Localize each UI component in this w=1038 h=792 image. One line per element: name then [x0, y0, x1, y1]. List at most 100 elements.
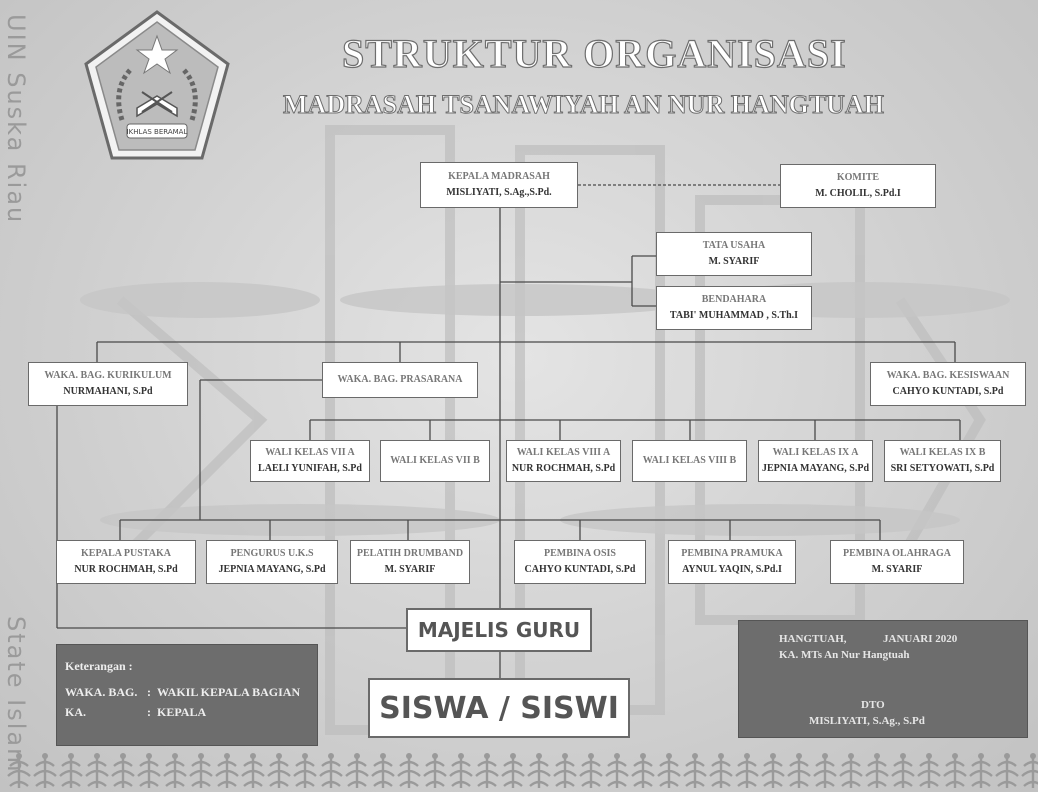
node-name: AYNUL YAQIN, S.Pd.I: [682, 564, 782, 575]
ornament-motif: [188, 751, 214, 790]
signature-name: MISLIYATI, S.Ag., S.Pd: [809, 715, 925, 727]
signature-mark: DTO: [861, 699, 885, 711]
node-title: WAKA. BAG. PRASARANA: [337, 374, 463, 385]
ornament-motif: [994, 751, 1020, 790]
node-title: KEPALA MADRASAH: [448, 171, 550, 182]
node-name: JEPNIA MAYANG, S.Pd: [761, 463, 870, 474]
node-title: WALI KELAS VII B: [390, 455, 480, 466]
ornament-motif: [500, 751, 526, 790]
ornament-motif: [786, 751, 812, 790]
legend-abbr: WAKA. BAG.: [65, 685, 138, 699]
node-name: TABI' MUHAMMAD , S.Th.I: [669, 310, 799, 321]
ornament-motif: [292, 751, 318, 790]
node-wali-7b: WALI KELAS VII B: [380, 440, 490, 482]
ornament-motif: [812, 751, 838, 790]
ornamental-border: [6, 751, 1038, 790]
legend-meaning: KEPALA: [157, 705, 207, 719]
node-title: WALI KELAS VIII A: [516, 447, 611, 458]
node-pembina-pramuka: PEMBINA PRAMUKA AYNUL YAQIN, S.Pd.I: [668, 540, 796, 584]
ornament-motif: [344, 751, 370, 790]
node-title: WAKA. BAG. KESISWAAN: [886, 370, 1010, 381]
node-name: JEPNIA MAYANG, S.Pd: [218, 564, 326, 575]
ornament-motif: [1020, 751, 1038, 790]
node-waka-prasarana: WAKA. BAG. PRASARANA: [322, 362, 478, 398]
node-name: M. SYARIF: [708, 256, 760, 267]
ornament-motif: [942, 751, 968, 790]
node-name: M. SYARIF: [384, 564, 436, 575]
node-tata-usaha: TATA USAHA M. SYARIF: [656, 232, 812, 276]
node-pengurus-uks: PENGURUS U.K.S JEPNIA MAYANG, S.Pd: [206, 540, 338, 584]
node-title: WALI KELAS VIII B: [642, 455, 737, 466]
node-wali-9b: WALI KELAS IX B SRI SETYOWATI, S.Pd: [884, 440, 1001, 482]
ornament-motif: [448, 751, 474, 790]
node-wali-8b: WALI KELAS VIII B: [632, 440, 747, 482]
ornament-motif: [604, 751, 630, 790]
node-name: CAHYO KUNTADI, S.Pd: [892, 386, 1004, 397]
legend-meaning: WAKIL KEPALA BAGIAN: [157, 685, 301, 699]
watermark-top: UIN Suska Riau: [2, 14, 30, 225]
watermark-bottom: State Islam: [2, 616, 30, 774]
node-name: NUR ROCHMAH, S.Pd: [74, 564, 178, 575]
ornament-motif: [422, 751, 448, 790]
node-name: M. CHOLIL, S.Pd.I: [815, 188, 901, 199]
page-subtitle: MADRASAH TSANAWIYAH AN NUR HANGTUAH: [283, 90, 885, 120]
node-title: PEMBINA OLAHRAGA: [842, 548, 952, 559]
node-bendahara: BENDAHARA TABI' MUHAMMAD , S.Th.I: [656, 286, 812, 330]
ornament-motif: [708, 751, 734, 790]
node-siswa: SISWA / SISWI: [368, 678, 630, 738]
ornament-motif: [734, 751, 760, 790]
ornament-motif: [136, 751, 162, 790]
node-title: BENDAHARA: [701, 294, 767, 305]
ornament-motif: [656, 751, 682, 790]
page-title: STRUKTUR ORGANISASI: [341, 30, 847, 76]
node-waka-kesiswaan: WAKA. BAG. KESISWAAN CAHYO KUNTADI, S.Pd: [870, 362, 1026, 406]
ornament-motif: [110, 751, 136, 790]
node-komite: KOMITE M. CHOLIL, S.Pd.I: [780, 164, 936, 208]
node-pembina-olahraga: PEMBINA OLAHRAGA M. SYARIF: [830, 540, 964, 584]
legend-abbr: KA.: [65, 705, 86, 719]
ornament-motif: [318, 751, 344, 790]
node-name: LAELI YUNIFAH, S.Pd: [258, 463, 362, 474]
ornament-motif: [58, 751, 84, 790]
ornament-motif: [32, 751, 58, 790]
ornament-motif: [370, 751, 396, 790]
ornament-motif: [6, 751, 32, 790]
node-pembina-osis: PEMBINA OSIS CAHYO KUNTADI, S.Pd: [514, 540, 646, 584]
logo-ribbon-text: IKHLAS BERAMAL: [127, 128, 188, 136]
node-title: WALI KELAS IX A: [772, 447, 859, 458]
node-title: TATA USAHA: [702, 240, 766, 251]
signature-role: KA. MTs An Nur Hangtuah: [779, 649, 910, 661]
ornament-motif: [890, 751, 916, 790]
ornament-motif: [396, 751, 422, 790]
node-title: PEMBINA OSIS: [544, 548, 616, 559]
node-title: WALI KELAS VII A: [265, 447, 355, 458]
node-title: WAKA. BAG. KURIKULUM: [44, 370, 172, 381]
node-wali-7a: WALI KELAS VII A LAELI YUNIFAH, S.Pd: [250, 440, 370, 482]
legend-heading: Keterangan :: [65, 659, 133, 673]
node-title: WALI KELAS IX B: [899, 447, 986, 458]
legend-panel: Keterangan : WAKA. BAG.: WAKIL KEPALA BAG…: [56, 644, 318, 746]
node-waka-kurikulum: WAKA. BAG. KURIKULUM NURMAHANI, S.Pd: [28, 362, 188, 406]
node-name: CAHYO KUNTADI, S.Pd: [524, 564, 636, 575]
node-title: KOMITE: [836, 172, 880, 183]
ornament-motif: [474, 751, 500, 790]
legend-sep: :: [147, 705, 151, 719]
node-title: KEPALA PUSTAKA: [81, 548, 171, 559]
signature-place: HANGTUAH,: [779, 633, 847, 645]
ornament-motif: [162, 751, 188, 790]
node-majelis-guru: MAJELIS GURU: [406, 608, 592, 652]
node-kepala-madrasah: KEPALA MADRASAH MISLIYATI, S.Ag.,S.Pd.: [420, 162, 578, 208]
ornament-motif: [968, 751, 994, 790]
node-name: NUR ROCHMAH, S.Pd: [511, 463, 616, 474]
ornament-motif: [552, 751, 578, 790]
ornament-motif: [630, 751, 656, 790]
node-name: SRI SETYOWATI, S.Pd: [890, 463, 995, 474]
ornament-motif: [916, 751, 942, 790]
ornament-motif: [838, 751, 864, 790]
ornament-motif: [526, 751, 552, 790]
node-kepala-pustaka: KEPALA PUSTAKA NUR ROCHMAH, S.Pd: [56, 540, 196, 584]
legend-row: KA.: KEPALA: [65, 705, 206, 720]
ornament-motif: [578, 751, 604, 790]
